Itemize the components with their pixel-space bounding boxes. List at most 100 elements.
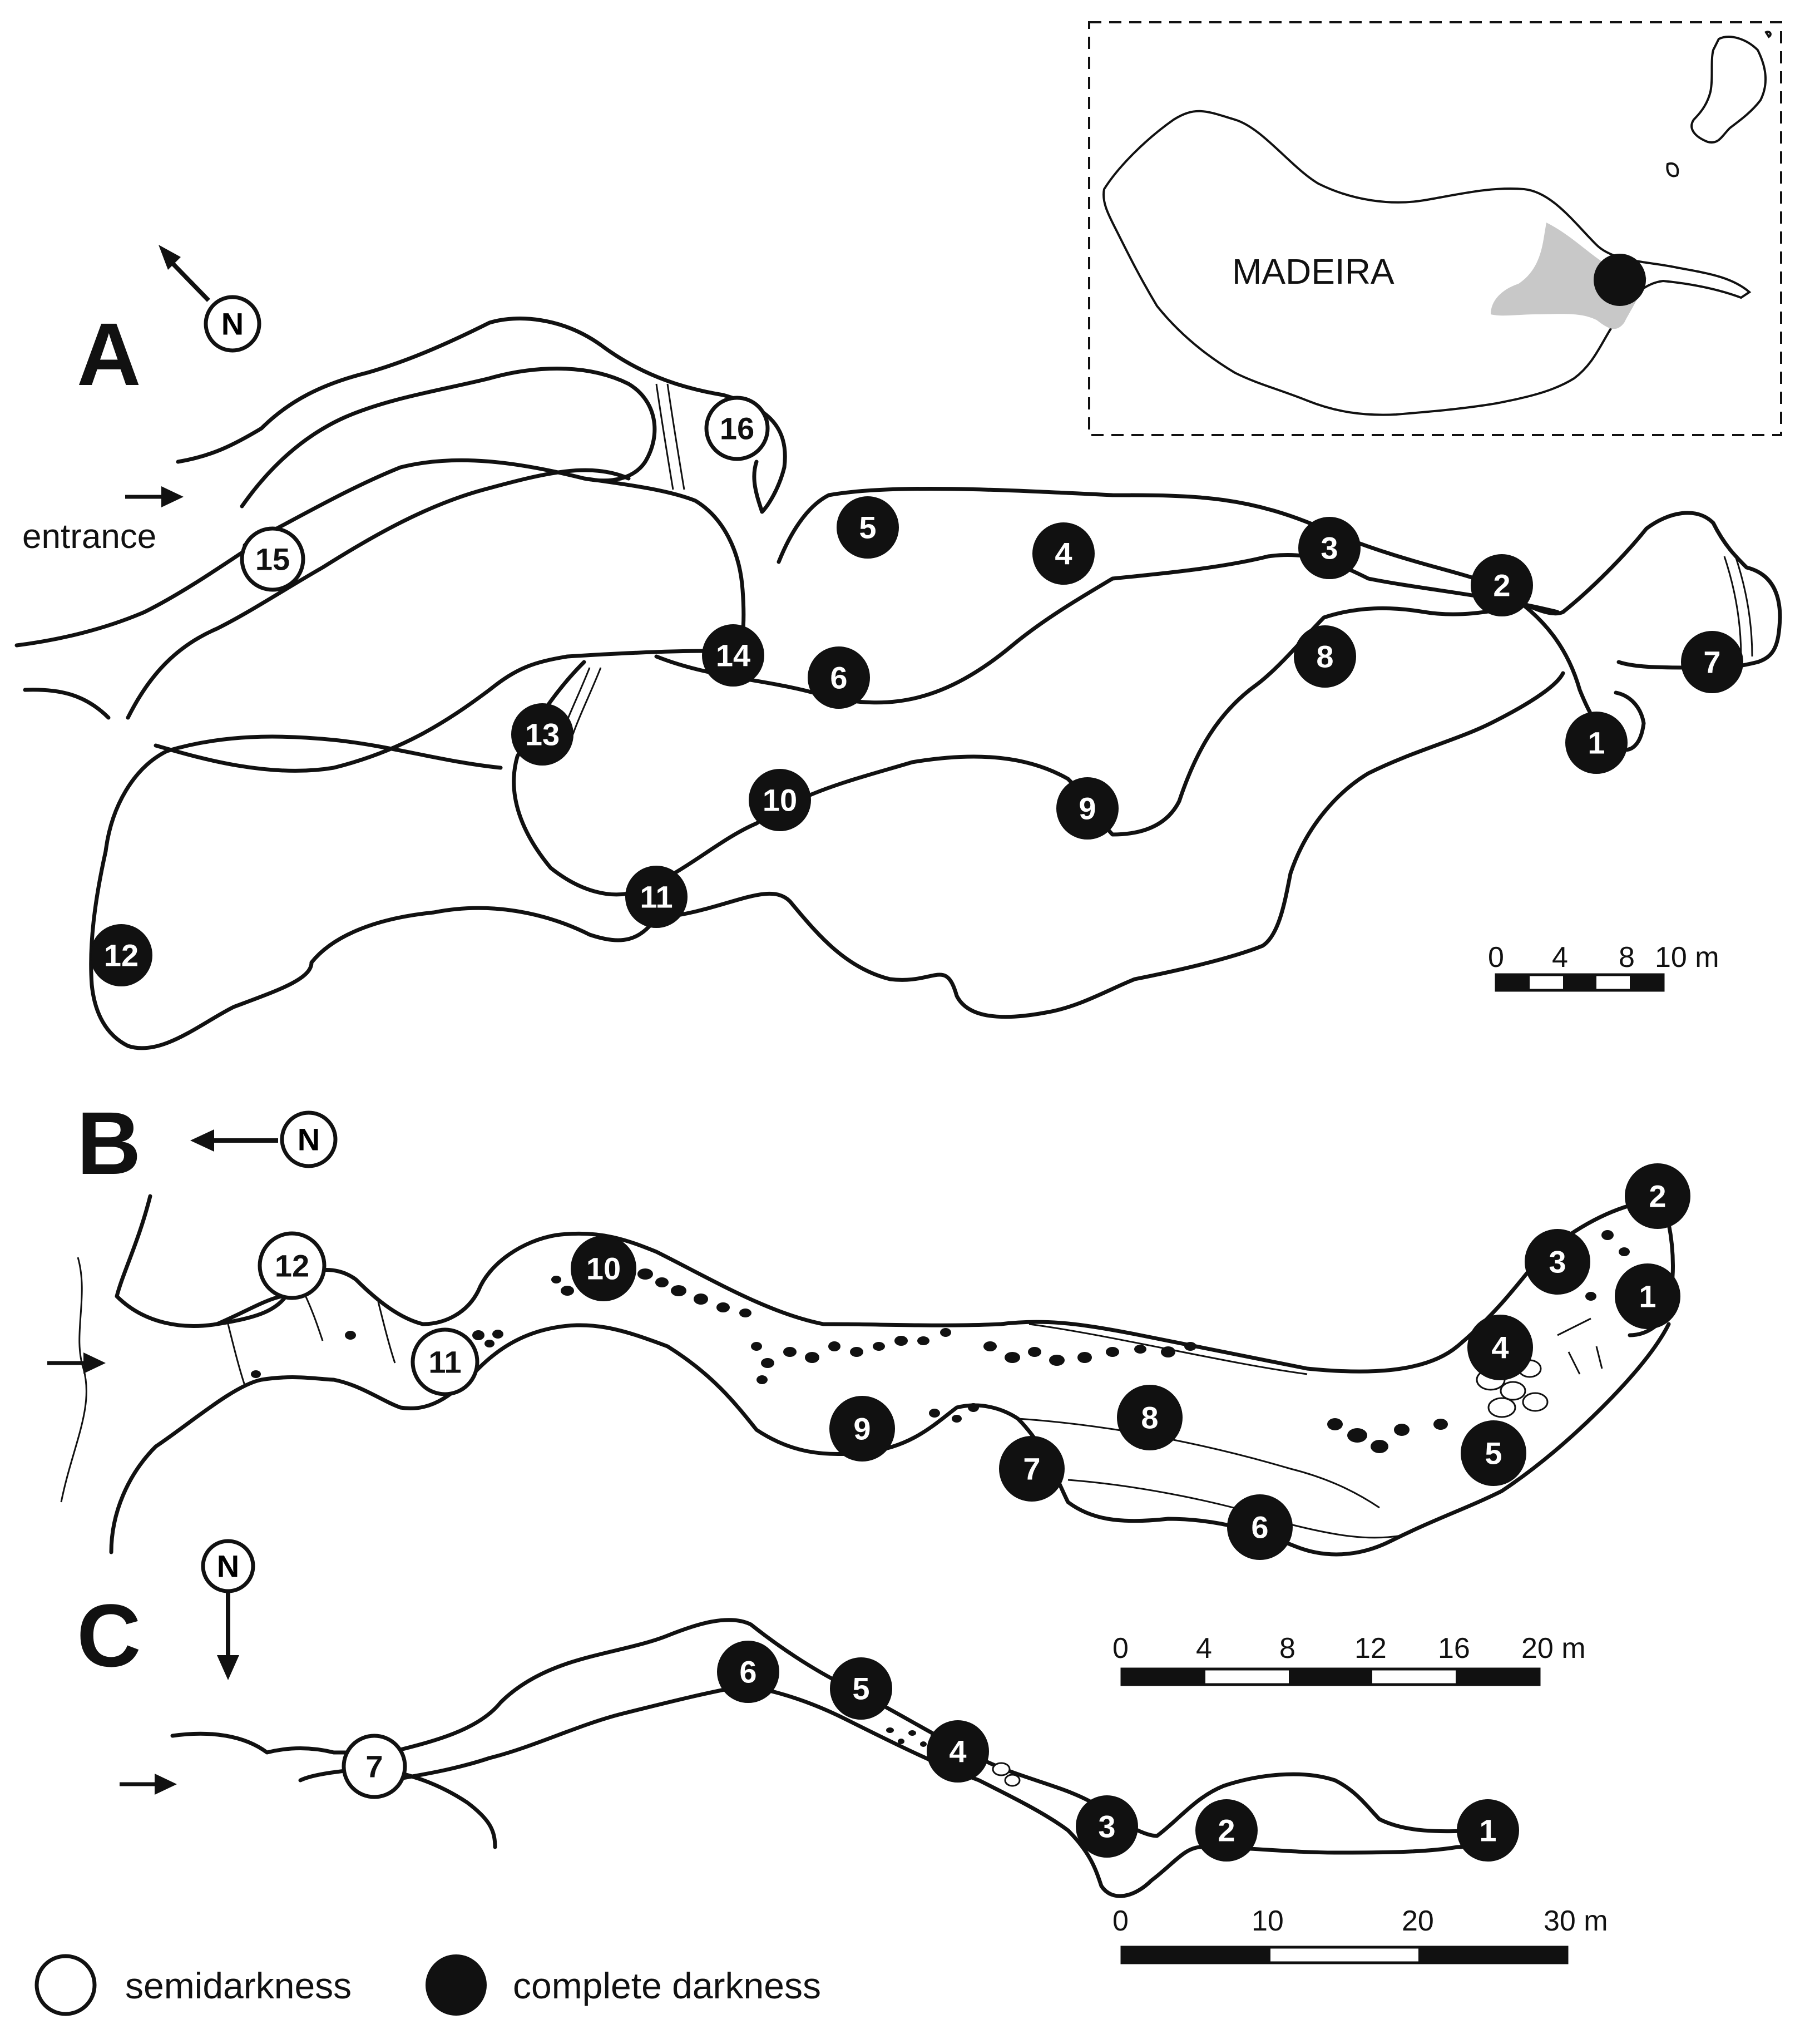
inset-frame <box>1088 21 1782 436</box>
station-c-7: 7 <box>342 1734 407 1799</box>
cave-c-lower-wall <box>387 1683 1460 1898</box>
station-a-14: 14 <box>702 624 764 687</box>
station-a-7: 7 <box>1681 631 1743 693</box>
cave-b-rocks <box>251 1230 1630 1453</box>
station-b-7: 7 <box>999 1436 1065 1502</box>
north-arrow-c: N <box>201 1539 255 1680</box>
station-number: 4 <box>1491 1330 1509 1365</box>
station-b-8: 8 <box>1117 1385 1183 1450</box>
station-b-3: 3 <box>1525 1229 1590 1295</box>
station-number: 7 <box>1703 645 1720 680</box>
station-number: 5 <box>852 1671 869 1706</box>
legend-semidarkness-symbol <box>34 1954 97 2016</box>
station-marker <box>1615 1263 1680 1329</box>
cave-a-upper-outer-wall <box>176 317 787 514</box>
scale-c-tick-20: 20 <box>1402 1905 1434 1937</box>
cave-b-entrance-wall-upper <box>115 1194 303 1328</box>
scale-b-tick-12: 12 <box>1354 1632 1387 1665</box>
station-a-16: 16 <box>704 396 770 461</box>
station-number: 7 <box>365 1749 383 1784</box>
cave-c-boulders <box>992 1762 1021 1787</box>
station-b-9: 9 <box>829 1396 895 1462</box>
cave-a-lower-loop <box>512 604 1515 897</box>
station-marker <box>1195 1799 1258 1862</box>
cave-a-bottom-loop <box>654 671 1565 1019</box>
station-number: 5 <box>1485 1436 1502 1471</box>
station-c-1: 1 <box>1457 1799 1519 1862</box>
north-arrow-a: N <box>159 245 261 353</box>
scale-c-tick-10: 10 <box>1252 1905 1284 1937</box>
station-marker <box>1032 522 1095 585</box>
cave-a-ledge-16 <box>655 383 685 490</box>
cave-a-big-lower-chamber <box>89 734 659 1050</box>
cave-b-upper-wall <box>215 1205 1626 1374</box>
station-marker <box>1117 1385 1183 1450</box>
scale-c-end: 30 m <box>1544 1905 1608 1937</box>
scale-c-tick-0: 0 <box>1112 1905 1129 1937</box>
cave-b-surface-line <box>60 1257 87 1503</box>
station-b-11: 11 <box>411 1327 479 1396</box>
scale-a-tick-8: 8 <box>1619 941 1635 974</box>
cave-a-surface-line <box>14 549 247 648</box>
station-a-9: 9 <box>1056 777 1119 840</box>
station-number: 9 <box>1079 791 1096 826</box>
station-marker <box>808 646 870 709</box>
scale-a-tick-0: 0 <box>1488 941 1504 974</box>
station-marker <box>837 496 899 559</box>
station-a-2: 2 <box>1471 554 1533 616</box>
cave-a-small-line <box>23 688 111 720</box>
station-a-11: 11 <box>625 866 688 928</box>
station-number: 9 <box>853 1411 871 1446</box>
station-number: 11 <box>640 880 672 915</box>
scale-b-end: 20 m <box>1521 1632 1586 1665</box>
station-marker <box>830 1657 892 1720</box>
study-site-marker <box>1594 254 1646 306</box>
station-marker <box>342 1734 407 1799</box>
station-marker <box>1076 1795 1138 1858</box>
station-a-5: 5 <box>837 496 899 559</box>
cave-a-main-lower-wall <box>654 552 1560 705</box>
scale-b-tick-16: 16 <box>1438 1632 1470 1665</box>
station-b-5: 5 <box>1461 1420 1526 1486</box>
cave-b-ledge-lower-1 <box>1017 1418 1380 1509</box>
station-marker <box>1298 517 1361 579</box>
station-marker <box>625 866 688 928</box>
scale-b-tick-0: 0 <box>1112 1632 1129 1665</box>
station-c-3: 3 <box>1076 1795 1138 1858</box>
station-marker <box>1457 1799 1519 1862</box>
scale-bar-a: 0 4 8 10 m <box>1488 941 1719 992</box>
station-number: 5 <box>859 510 876 545</box>
station-marker <box>717 1641 779 1703</box>
north-label-b: N <box>298 1122 320 1157</box>
station-number: 2 <box>1218 1813 1235 1848</box>
station-c-5: 5 <box>830 1657 892 1720</box>
station-a-12: 12 <box>90 924 152 986</box>
station-marker <box>411 1327 479 1396</box>
station-b-2: 2 <box>1625 1163 1690 1229</box>
station-a-8: 8 <box>1294 625 1356 688</box>
station-number: 11 <box>428 1345 461 1380</box>
station-b-1: 1 <box>1615 1263 1680 1329</box>
station-a-13: 13 <box>511 703 573 766</box>
station-number: 3 <box>1098 1809 1115 1844</box>
station-marker <box>999 1436 1065 1502</box>
entrance-label: entrance <box>22 517 156 556</box>
station-number: 2 <box>1649 1179 1666 1214</box>
station-marker <box>240 526 305 592</box>
panel-a-label: A <box>77 304 141 404</box>
station-number: 16 <box>720 411 754 446</box>
cave-a-branch-7 <box>1561 511 1782 671</box>
station-marker <box>1056 777 1119 840</box>
station-marker <box>1461 1420 1526 1486</box>
legend-complete-darkness-label: complete darkness <box>513 1965 821 2006</box>
cave-a-ledge-7 <box>1723 556 1753 657</box>
station-number: 14 <box>716 638 750 673</box>
station-c-6: 6 <box>717 1641 779 1703</box>
panel-b: B N <box>47 1093 1690 1686</box>
station-number: 8 <box>1141 1400 1158 1435</box>
scale-a-end: 10 m <box>1655 941 1719 974</box>
cave-b-ledge-entrance <box>227 1285 396 1386</box>
